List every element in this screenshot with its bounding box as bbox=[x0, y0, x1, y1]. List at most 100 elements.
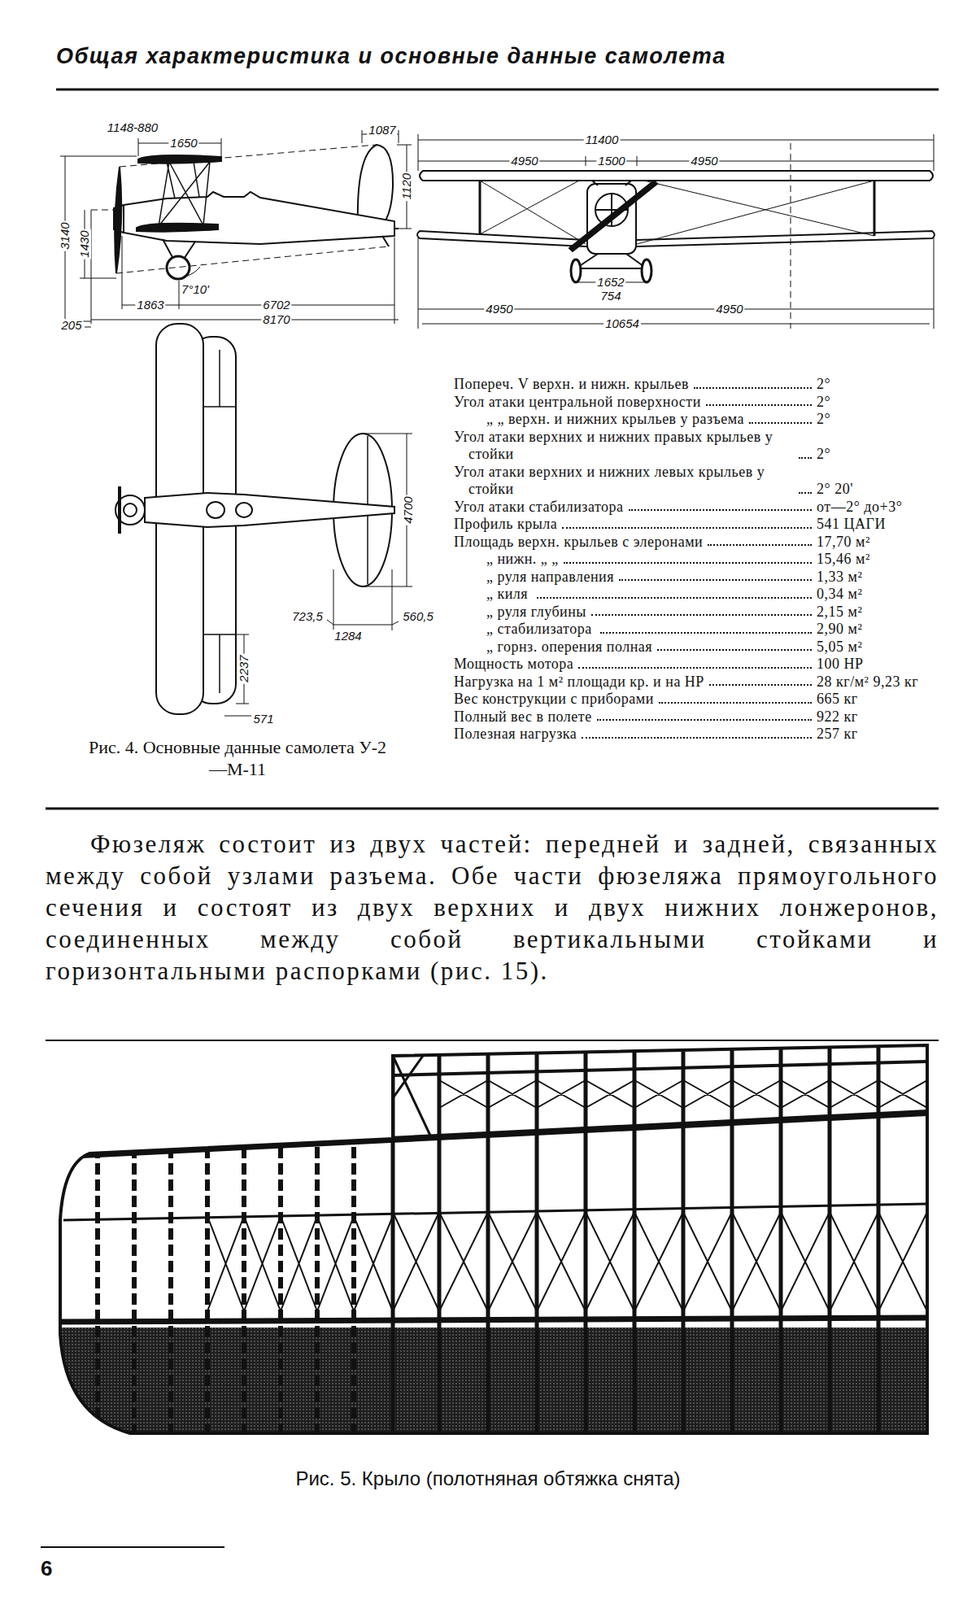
front-view bbox=[569, 180, 658, 252]
side-view bbox=[114, 166, 122, 274]
plan-view bbox=[235, 502, 253, 518]
dot-leader bbox=[596, 718, 812, 721]
spec-name: „ горнз. оперения полная bbox=[486, 638, 653, 657]
spec-row: Площадь верхн. крыльев с элеронами17,70 … bbox=[453, 533, 939, 552]
dimension-label: 3140 bbox=[58, 220, 72, 251]
front-view bbox=[417, 134, 935, 329]
front-view bbox=[479, 180, 875, 244]
wing-frame bbox=[48, 1016, 936, 1438]
spec-name: Вес конструкции с приборами bbox=[453, 690, 654, 709]
spec-value: 922 кг bbox=[816, 708, 939, 727]
dot-leader bbox=[618, 579, 812, 581]
spec-value: 2° bbox=[816, 445, 939, 464]
spec-name: Попереч. V верхн. и нижн. крыльев bbox=[453, 375, 689, 394]
plan-view bbox=[206, 501, 225, 519]
dimension-label: 1284 bbox=[332, 629, 363, 643]
spec-value: 15,46 м² bbox=[816, 550, 939, 569]
figure-caption: Рис. 4. Основные данные самолета У-2—М-1… bbox=[87, 736, 388, 780]
dimension-label: 2237 bbox=[237, 653, 251, 684]
dimension-label: 754 bbox=[598, 289, 623, 303]
spec-value: 2° bbox=[816, 375, 939, 394]
dimension-label: 1148-880 bbox=[105, 121, 160, 135]
spec-name: Полный вес в полете bbox=[453, 708, 593, 727]
dot-leader bbox=[709, 684, 812, 686]
wing-frame bbox=[97, 1016, 354, 1436]
spec-row: Нагрузка на 1 м² площади кр. и на НР 28 к… bbox=[453, 673, 939, 692]
dot-leader bbox=[581, 736, 812, 739]
dimension-label: 11400 bbox=[583, 133, 621, 147]
dimension-label: 4950 bbox=[483, 302, 515, 316]
spec-name: Угол атаки верхних и нижних левых крылье… bbox=[453, 463, 794, 499]
rule-line bbox=[56, 88, 939, 92]
front-view bbox=[790, 143, 792, 329]
spec-value: 0,34 м² bbox=[816, 585, 939, 604]
dot-leader bbox=[693, 387, 812, 389]
dimension-label: 571 bbox=[251, 712, 275, 726]
spec-row: „ стабилизатора2,90 м² bbox=[453, 620, 939, 639]
dimension-label: 4950 bbox=[688, 154, 719, 168]
spec-name: Полезная нагрузка bbox=[453, 725, 577, 744]
spec-row: „ „ верхн. и нижних крыльев у разъема2° bbox=[453, 410, 939, 429]
dot-leader bbox=[628, 509, 812, 511]
dimension-label: 1430 bbox=[78, 228, 92, 259]
dimension-label: 1087 bbox=[366, 123, 397, 137]
dimension-label: 10654 bbox=[603, 317, 641, 331]
side-view bbox=[60, 130, 412, 327]
spec-row: Угол атаки верхних и нижних левых крылье… bbox=[453, 463, 939, 499]
spec-name: Угол атаки центральной поверхности bbox=[453, 393, 702, 412]
spec-row: „ киля0,34 м² bbox=[453, 585, 939, 604]
page-number: 6 bbox=[40, 1555, 53, 1581]
spec-row: Вес конструкции с приборами 665 кг bbox=[453, 690, 939, 709]
dimension-label: 4700 bbox=[401, 494, 415, 525]
spec-value: 1,33 м² bbox=[816, 568, 939, 587]
spec-row: „ руля глубины 2,15 м² bbox=[453, 603, 939, 622]
rule-line bbox=[45, 1039, 939, 1042]
spec-value: от—2° до+3° bbox=[816, 498, 939, 517]
front-view bbox=[570, 259, 581, 283]
spec-value: 2,15 м² bbox=[816, 603, 939, 622]
dimension-label: 7°10' bbox=[179, 283, 211, 297]
dot-leader bbox=[705, 404, 812, 406]
spec-row: Угол атаки верхних и нижних правых крыль… bbox=[453, 428, 939, 464]
spec-value: 5,05 м² bbox=[816, 638, 939, 657]
dimension-label: 205 bbox=[59, 318, 83, 332]
spec-value: 2° bbox=[816, 393, 939, 412]
spec-value: 2,90 м² bbox=[816, 620, 939, 639]
spec-name: „ руля направления bbox=[486, 568, 615, 587]
spec-name: Нагрузка на 1 м² площади кр. и на НР bbox=[453, 673, 705, 692]
spec-row: Полезная нагрузка 257 кг bbox=[453, 725, 939, 744]
wing-frame bbox=[60, 1045, 928, 1434]
spec-value: 28 кг/м² 9,23 кг bbox=[816, 673, 939, 692]
side-view bbox=[158, 161, 210, 227]
spec-table: Попереч. V верхн. и нижн. крыльев2°Угол … bbox=[453, 375, 939, 744]
dot-leader bbox=[591, 614, 812, 616]
spec-value: 257 кг bbox=[816, 725, 939, 744]
side-view bbox=[136, 223, 218, 232]
dimension-label: 1120 bbox=[400, 171, 414, 201]
wing-frame bbox=[392, 1016, 879, 1436]
spec-value: 665 кг bbox=[816, 690, 939, 709]
side-view bbox=[60, 130, 412, 327]
spec-value: 2° 20' bbox=[816, 480, 939, 499]
wing-frame bbox=[439, 1080, 928, 1108]
dot-leader bbox=[563, 562, 812, 564]
wing-frame bbox=[48, 1016, 936, 1438]
spec-name: „ руля глубины bbox=[486, 603, 587, 622]
dimension-label: 1863 bbox=[135, 298, 166, 312]
wing-frame bbox=[207, 1211, 928, 1312]
wing-frame bbox=[60, 1317, 928, 1322]
spec-value: 541 ЦАГИ bbox=[816, 515, 939, 534]
spec-name: „ нижн. „ „ bbox=[486, 550, 559, 569]
rule-line bbox=[40, 1546, 225, 1548]
body-paragraph: Фюзеляж состоит из двух частей: передней… bbox=[45, 827, 939, 987]
spec-row: Угол атаки центральной поверхности 2° bbox=[453, 393, 939, 412]
figure-caption: Рис. 5. Крыло (полотняная обтяжка снята) bbox=[122, 1466, 854, 1491]
plan-view bbox=[123, 503, 137, 517]
spec-name: „ „ верхн. и нижних крыльев у разъема bbox=[486, 410, 745, 429]
front-view bbox=[575, 253, 647, 269]
spec-row: Мощность мотора100 НР bbox=[453, 655, 939, 674]
side-view bbox=[357, 144, 393, 227]
plan-view bbox=[144, 492, 395, 528]
dimension-label: 4950 bbox=[714, 302, 745, 316]
